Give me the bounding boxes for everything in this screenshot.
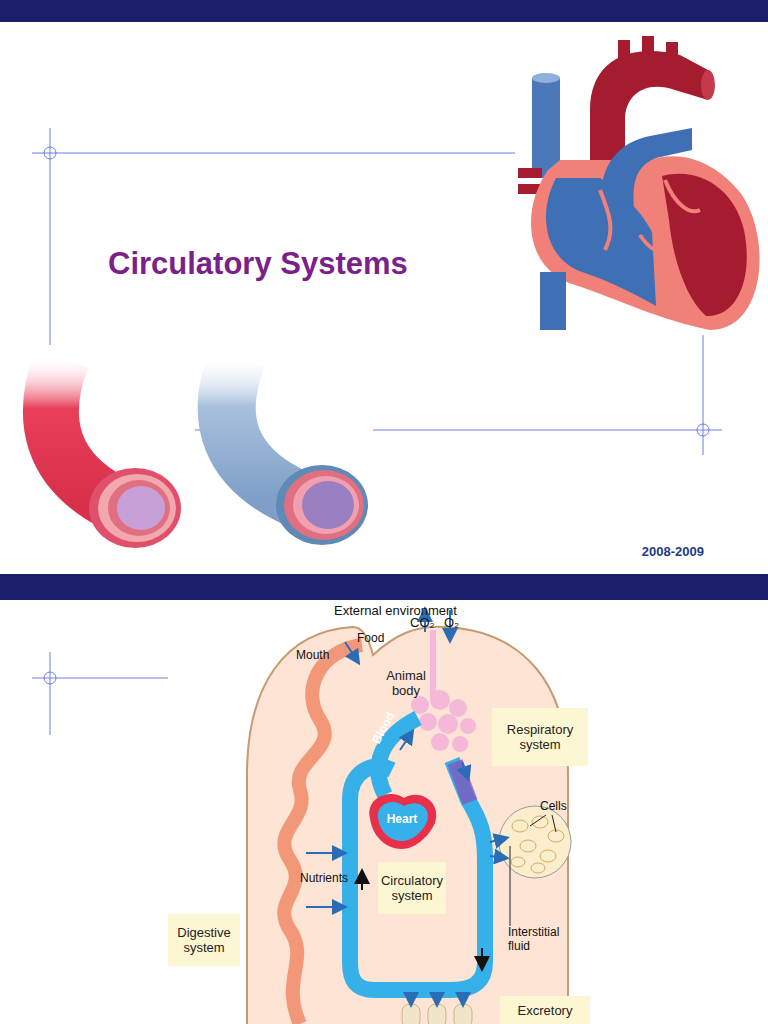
- node-text: Respiratory system: [496, 722, 584, 752]
- cells-circle: [540, 850, 556, 862]
- part-label: Mouth: [296, 649, 329, 663]
- date-label: 2008-2009: [622, 545, 704, 560]
- system-box: Digestive system: [168, 914, 240, 966]
- heart-illustration: [531, 156, 760, 330]
- cells-circle: [512, 820, 528, 832]
- heart-illustration: [540, 272, 566, 330]
- heart-illustration: [532, 73, 560, 83]
- excretory-organ: [402, 992, 472, 1024]
- node-text: Heart: [387, 812, 418, 826]
- guide-line: [44, 147, 56, 159]
- cells-circle: [511, 857, 525, 867]
- vein-illustration: [284, 470, 364, 540]
- heart-shape: [369, 794, 436, 849]
- excretory-organ: [462, 992, 464, 1004]
- excretory-organ: [402, 1004, 420, 1024]
- respiratory-organ: [438, 714, 458, 734]
- heart-illustration: [701, 70, 715, 100]
- slide-bar: [0, 0, 768, 600]
- leader-line: [510, 846, 511, 926]
- vein-illustration: [302, 481, 354, 529]
- heart-illustration: [600, 180, 700, 252]
- leader-line: [530, 815, 546, 826]
- heart-illustration: [518, 168, 542, 178]
- heart-illustration: [600, 128, 692, 208]
- guide-line: [44, 672, 56, 684]
- artery-illustration: [117, 486, 165, 530]
- guide-line: [32, 153, 515, 154]
- cells-circle: [520, 840, 536, 852]
- gas-label: CO₂: [410, 616, 435, 631]
- respiratory-organ: [460, 718, 476, 734]
- guide-line: [50, 128, 51, 345]
- vein-illustration: [276, 465, 368, 545]
- slide-title: Circulatory Systems: [108, 246, 408, 282]
- node-text: Animal body: [373, 669, 439, 699]
- guide-line: [703, 335, 704, 455]
- node-text: Circulatory system: [381, 873, 443, 903]
- nutrient-arrow: [361, 872, 363, 890]
- heart-illustration: [532, 78, 560, 178]
- guide-line: [697, 424, 709, 436]
- cells-circle: [490, 856, 506, 858]
- slide-bar: [0, 574, 768, 600]
- part-label: Nutrients: [300, 872, 348, 886]
- excretory-organ: [428, 1004, 446, 1024]
- blood-loop: [481, 948, 483, 968]
- artery-illustration: [89, 468, 181, 548]
- heart-illustration: [518, 36, 760, 330]
- artery-illustration: [51, 358, 181, 548]
- artery-illustration: [108, 480, 170, 536]
- nutrient-arrow: [306, 906, 344, 908]
- node-text: Excretory: [518, 1003, 573, 1018]
- system-box: Circulatory system: [378, 862, 446, 914]
- excretory-organ: [436, 992, 438, 1004]
- guide-line: [32, 678, 168, 679]
- part-label: Food: [357, 632, 384, 646]
- respiratory-organ: [430, 690, 450, 710]
- leader-line: [552, 815, 556, 832]
- nutrient-arrow: [306, 852, 344, 854]
- excretory-organ: [454, 1004, 472, 1024]
- part-label: Interstitial fluid: [508, 926, 580, 954]
- cells-circle: [531, 863, 545, 873]
- artery-illustration: [98, 474, 176, 542]
- vein-illustration: [293, 476, 359, 534]
- part-label: Cells: [540, 800, 567, 814]
- respiratory-organ: [452, 736, 468, 752]
- node-text: Digestive system: [172, 925, 236, 955]
- body-outline: [247, 627, 568, 1024]
- guide-line: [32, 128, 722, 735]
- system-box: Respiratory system: [492, 708, 588, 766]
- slide-bar: [0, 0, 768, 22]
- respiratory-organ: [419, 713, 437, 731]
- guide-line: [50, 652, 51, 735]
- excretory-organ: [410, 992, 412, 1004]
- cells-circle: [532, 816, 548, 828]
- respiratory-organ: [430, 630, 436, 700]
- heart-shape: Heart: [362, 788, 442, 850]
- respiratory-organ: [431, 733, 449, 751]
- region-label: External environment: [334, 604, 457, 619]
- respiratory-organ: [449, 699, 467, 717]
- vein-illustration: [227, 356, 368, 545]
- guide-line: [373, 430, 722, 431]
- gas-label: O₂: [444, 616, 459, 631]
- system-box: Excretory: [500, 996, 590, 1024]
- heart-shape: [378, 802, 428, 841]
